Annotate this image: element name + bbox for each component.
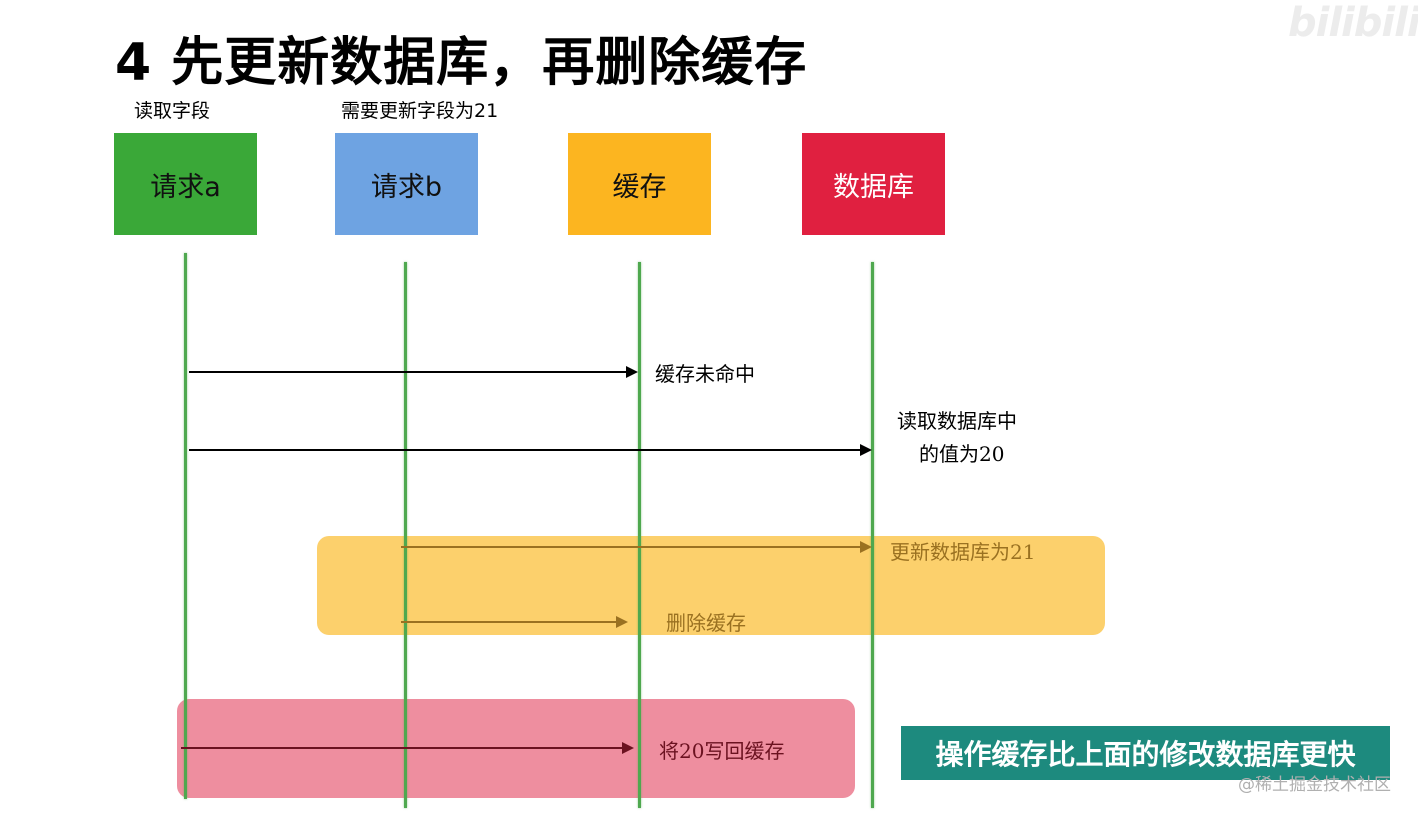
page-title: 4 先更新数据库，再删除缓存 [115, 33, 808, 93]
request-a-note: 读取字段 [134, 100, 211, 122]
lifeline-database [871, 262, 874, 808]
label-write-back: 将20写回缓存 [659, 739, 785, 763]
actor-request-b: 请求b [335, 133, 478, 235]
lifeline-request-b [404, 262, 407, 808]
request-b-update-block [317, 536, 1105, 635]
lifeline-cache [638, 262, 641, 808]
actor-cache: 缓存 [568, 133, 711, 235]
bilibili-logo: bilibili [1288, 0, 1418, 46]
arrow-read-db [189, 444, 872, 456]
label-delete-cache: 删除缓存 [666, 611, 746, 635]
lifeline-request-a [184, 253, 187, 799]
label-cache-miss: 缓存未命中 [655, 362, 755, 386]
request-b-note: 需要更新字段为21 [341, 100, 499, 122]
callout-note: 操作缓存比上面的修改数据库更快 [901, 726, 1390, 780]
label-update-db: 更新数据库为21 [890, 540, 1036, 564]
arrow-write-back [181, 742, 634, 754]
actor-request-a: 请求a [114, 133, 257, 235]
arrow-delete-cache [401, 616, 628, 628]
label-read-db-line2: 的值为20 [919, 442, 1005, 466]
arrow-update-db [401, 541, 872, 553]
arrow-cache-miss [189, 366, 638, 378]
label-read-db-line1: 读取数据库中 [897, 409, 1017, 433]
actor-database: 数据库 [802, 133, 945, 235]
juejin-watermark: @稀土掘金技术社区 [1238, 775, 1391, 795]
